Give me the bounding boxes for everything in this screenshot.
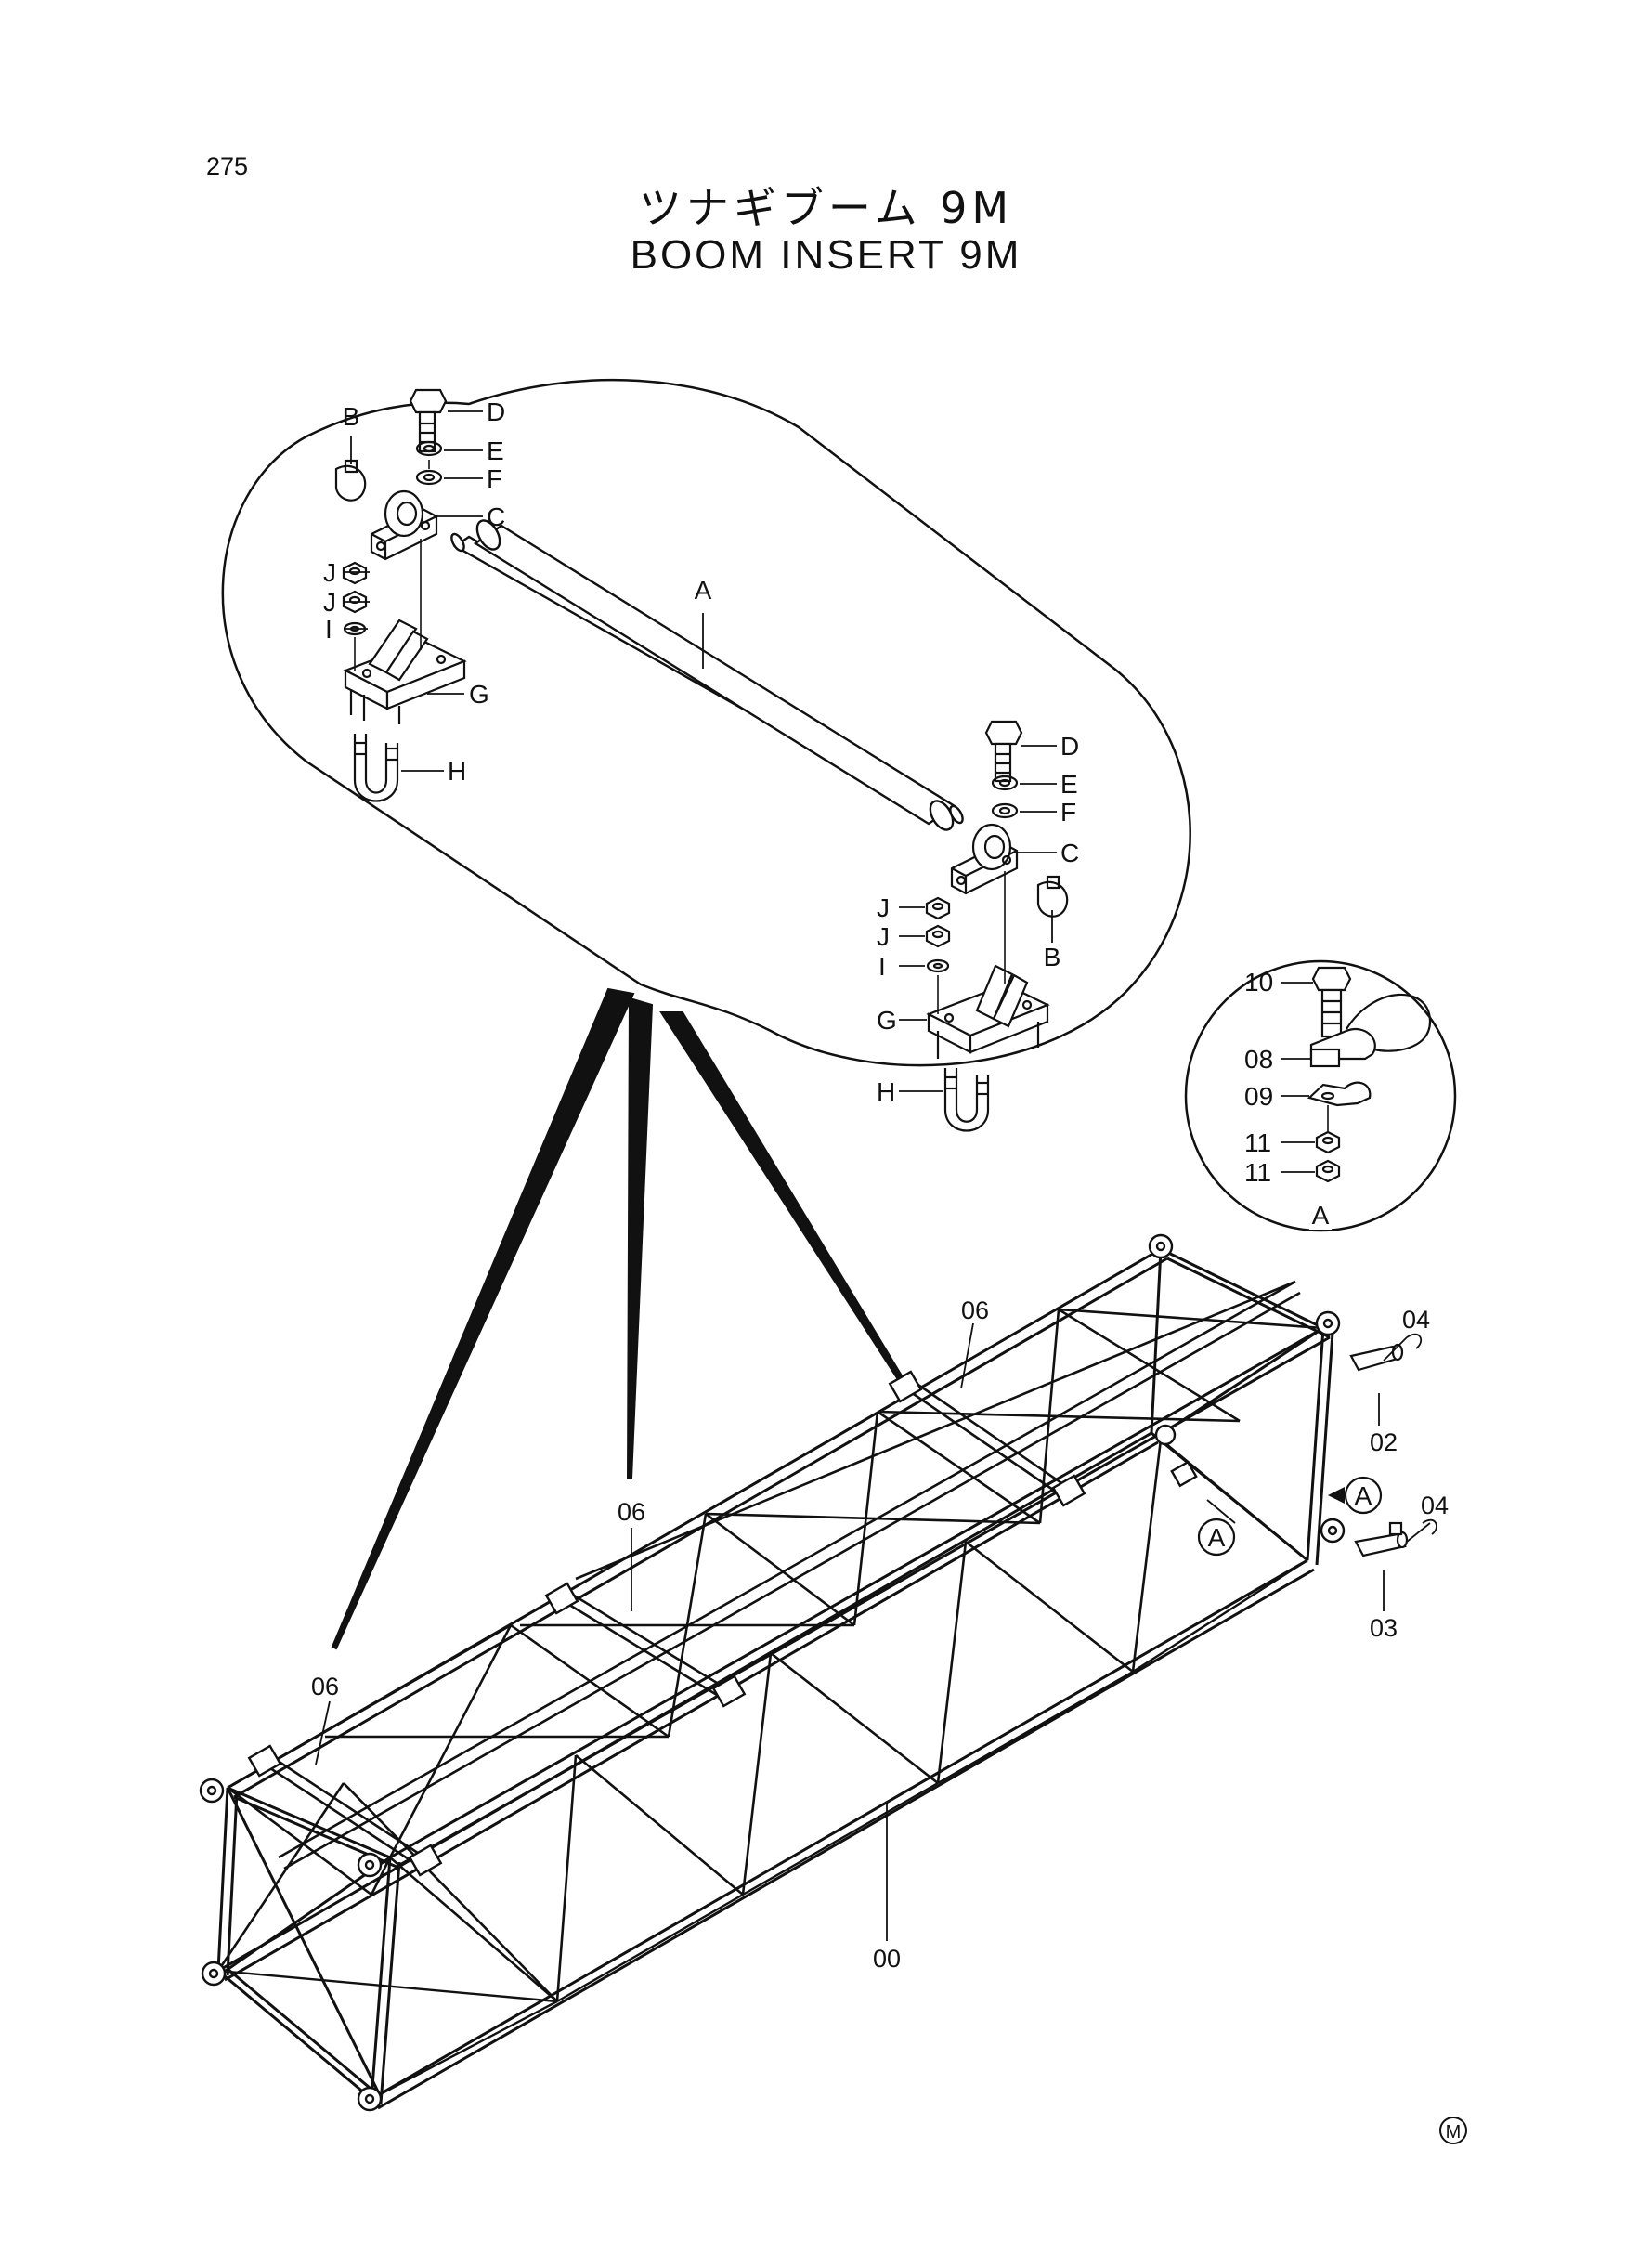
bolt-icon (1311, 966, 1352, 1038)
assembly-labels: 06 06 06 04 02 04 03 00 A A (311, 1296, 1449, 1973)
callout-label: B (343, 402, 360, 431)
mark-label: M (1446, 2122, 1462, 2143)
manufacturer-mark: M (1439, 2117, 1467, 2144)
view-markers (1197, 1476, 1383, 1557)
bearing-block-icon (950, 823, 1019, 895)
top-chords (227, 1247, 1331, 1869)
callout-label: A (695, 576, 712, 605)
page-number: 275 (206, 152, 249, 180)
title-english: BOOM INSERT 9M (630, 232, 1022, 278)
callout-label: I (325, 615, 332, 644)
title-japanese: ツナギブーム 9M (638, 183, 1014, 233)
view-marker-a (1197, 1518, 1236, 1557)
right-end-parts (925, 720, 1069, 1132)
pin-icon (1354, 1521, 1409, 1557)
callout-label: F (1060, 798, 1076, 827)
callout-label: G (469, 680, 489, 709)
callout-label: 06 (961, 1296, 989, 1324)
callout-label: 00 (873, 1945, 901, 1973)
callout-label: H (448, 757, 466, 786)
bearing-block-icon (370, 489, 438, 561)
callout-label: 10 (1244, 968, 1273, 997)
assembly-leaders (315, 1322, 1431, 1941)
clip-icon (1036, 880, 1069, 918)
cross-tubes (264, 1377, 1073, 1873)
callout-label: 04 (1421, 1492, 1449, 1519)
view-marker-label: A (1208, 1523, 1226, 1552)
callout-label: D (1060, 732, 1079, 761)
washer-icon (926, 958, 950, 973)
bolt-icon (409, 388, 448, 453)
shaft-icon (450, 519, 964, 831)
callout-label: J (877, 922, 890, 951)
callout-label: J (323, 558, 336, 587)
bracket-icon (926, 964, 1050, 1059)
callout-label: 08 (1244, 1045, 1273, 1074)
callout-label: C (487, 502, 505, 531)
detail-balloon (221, 378, 1191, 1067)
nut-icon (342, 561, 368, 585)
callout-label: F (487, 464, 502, 493)
callout-label: B (1044, 943, 1061, 971)
callout-label: I (878, 952, 886, 981)
left-end-frame (216, 1786, 401, 2104)
callout-label: 11 (1244, 1158, 1271, 1187)
detail-a-labels: 10 08 09 11 11 A (1244, 968, 1332, 1230)
nut-icon (1315, 1159, 1341, 1183)
washer-icon (415, 469, 443, 486)
callout-label: H (877, 1077, 895, 1106)
side-lacing (216, 1438, 1308, 2002)
callout-label: 06 (618, 1498, 645, 1526)
callout-label: 06 (311, 1673, 339, 1700)
view-marker-arrow (1328, 1487, 1345, 1504)
top-lacing (227, 1308, 1324, 1858)
callout-label: 03 (1370, 1614, 1398, 1642)
nut-icon (1315, 1130, 1341, 1154)
clamp-icon (1309, 993, 1432, 1068)
callout-label: J (877, 893, 890, 922)
nut-icon (925, 924, 951, 948)
callout-label: G (877, 1006, 897, 1035)
bottom-lacing (217, 1558, 1308, 2101)
u-bolt-icon (353, 734, 399, 802)
view-marker-label: A (1355, 1481, 1372, 1510)
support-clamps (247, 1370, 1198, 1877)
callout-label: E (1060, 770, 1078, 799)
callout-label: C (1060, 839, 1079, 867)
clamp-half-icon (1307, 1081, 1372, 1107)
detail-a-caption: A (1312, 1201, 1330, 1230)
callout-label: 11 (1244, 1128, 1271, 1157)
callout-label: 09 (1244, 1082, 1273, 1111)
u-bolt-icon (943, 1068, 990, 1132)
view-marker-a (1344, 1476, 1383, 1515)
nut-icon (925, 896, 951, 920)
callout-label: J (323, 588, 336, 617)
callout-label: 02 (1370, 1428, 1398, 1456)
boom-lattice (199, 1233, 1437, 2112)
balloon-leaders (331, 987, 907, 1650)
right-end-frame (1150, 1247, 1334, 1566)
clip-icon (334, 464, 367, 502)
detail-a-view (1184, 959, 1457, 1232)
callout-label: D (487, 397, 505, 426)
spring-washer-icon (991, 775, 1019, 791)
balloon-labels: B D E F C J J I G H A D E F C J J I B G … (323, 397, 1079, 1106)
lugs (199, 1233, 1346, 2112)
callout-label: 04 (1402, 1306, 1430, 1334)
bracket-icon (343, 619, 467, 724)
spring-washer-icon (415, 440, 443, 457)
left-end-parts (334, 388, 467, 802)
callout-label: E (487, 436, 504, 465)
washer-icon (991, 802, 1019, 819)
mast-tube (278, 1280, 1301, 1870)
callout-leaders (344, 410, 1057, 1092)
bolt-icon (984, 720, 1023, 783)
